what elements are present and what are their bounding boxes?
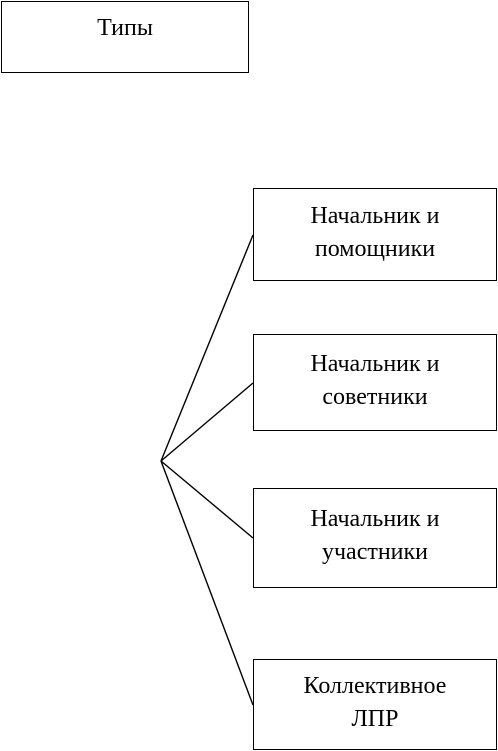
type-box-label-line: Начальник и <box>310 506 440 532</box>
type-root-box: Типы <box>1 1 249 73</box>
type-root-label: Типы <box>97 15 153 41</box>
connector-line-4 <box>160 460 254 706</box>
type-box-label-line: Коллективное <box>303 672 447 699</box>
type-box-assistants: Начальник и помощники <box>253 188 497 281</box>
type-box-collective-dm: Коллективное ЛПР <box>253 659 497 750</box>
type-box-advisors: Начальник и советники <box>253 334 497 431</box>
type-box-label-line: ЛПР <box>351 705 399 732</box>
type-box-label-line: советники <box>322 383 428 410</box>
type-box-participants: Начальник и участники <box>253 488 497 588</box>
connector-line-1 <box>160 234 254 462</box>
connector-line-3 <box>160 460 254 539</box>
type-box-label-line: участники <box>321 539 429 565</box>
type-box-label-line: помощники <box>314 235 436 262</box>
type-box-label-line: Начальник и <box>310 350 440 377</box>
type-box-label-line: Начальник и <box>310 202 440 229</box>
connector-line-2 <box>160 382 254 462</box>
